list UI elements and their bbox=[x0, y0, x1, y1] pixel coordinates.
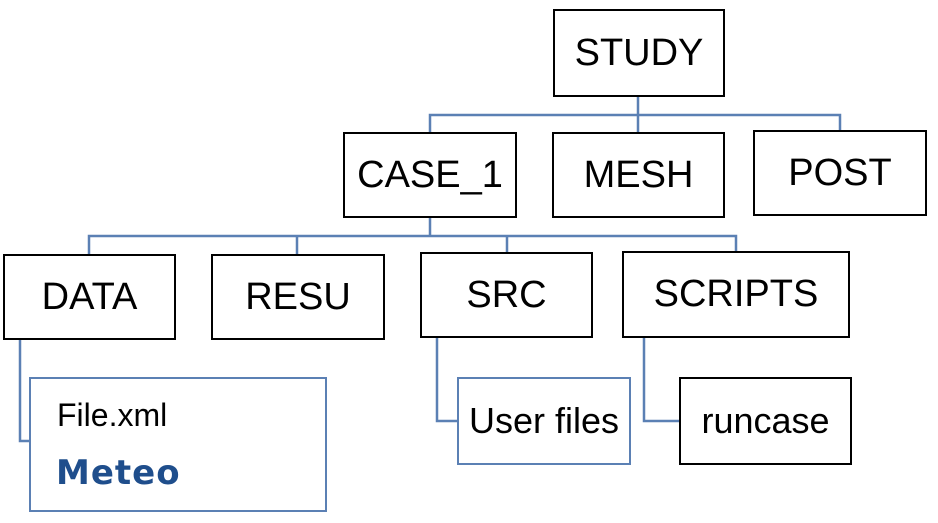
node-case-1-label: CASE_1 bbox=[357, 153, 503, 196]
node-post-label: POST bbox=[788, 151, 892, 194]
connector-src-to-userfiles bbox=[435, 338, 457, 423]
node-data: DATA bbox=[3, 254, 176, 340]
connector-data-to-file bbox=[18, 340, 29, 443]
node-runcase: runcase bbox=[679, 377, 852, 465]
node-scripts: SCRIPTS bbox=[622, 251, 850, 338]
node-data-label: DATA bbox=[41, 275, 138, 318]
node-study: STUDY bbox=[553, 9, 725, 97]
node-study-label: STUDY bbox=[574, 31, 704, 74]
node-user-files-label: User files bbox=[468, 400, 620, 441]
meteo-logo: Meteo bbox=[56, 453, 181, 493]
connector-case-to-children bbox=[87, 218, 738, 254]
node-mesh: MESH bbox=[552, 132, 725, 218]
connector-scripts-to-runcase bbox=[642, 338, 679, 423]
node-src-label: SRC bbox=[466, 273, 547, 316]
node-scripts-label: SCRIPTS bbox=[653, 273, 819, 315]
node-resu: RESU bbox=[211, 254, 385, 340]
node-case-1: CASE_1 bbox=[343, 132, 517, 218]
node-mesh-label: MESH bbox=[583, 153, 694, 196]
node-post: POST bbox=[753, 130, 927, 216]
node-src: SRC bbox=[420, 252, 593, 338]
node-runcase-label: runcase bbox=[701, 400, 830, 441]
connector-study-to-children bbox=[428, 97, 842, 132]
node-resu-label: RESU bbox=[245, 275, 351, 318]
file-xml-label: File.xml bbox=[57, 397, 168, 433]
data-contents-box: File.xml Meteo bbox=[29, 377, 327, 512]
node-user-files: User files bbox=[457, 377, 631, 465]
